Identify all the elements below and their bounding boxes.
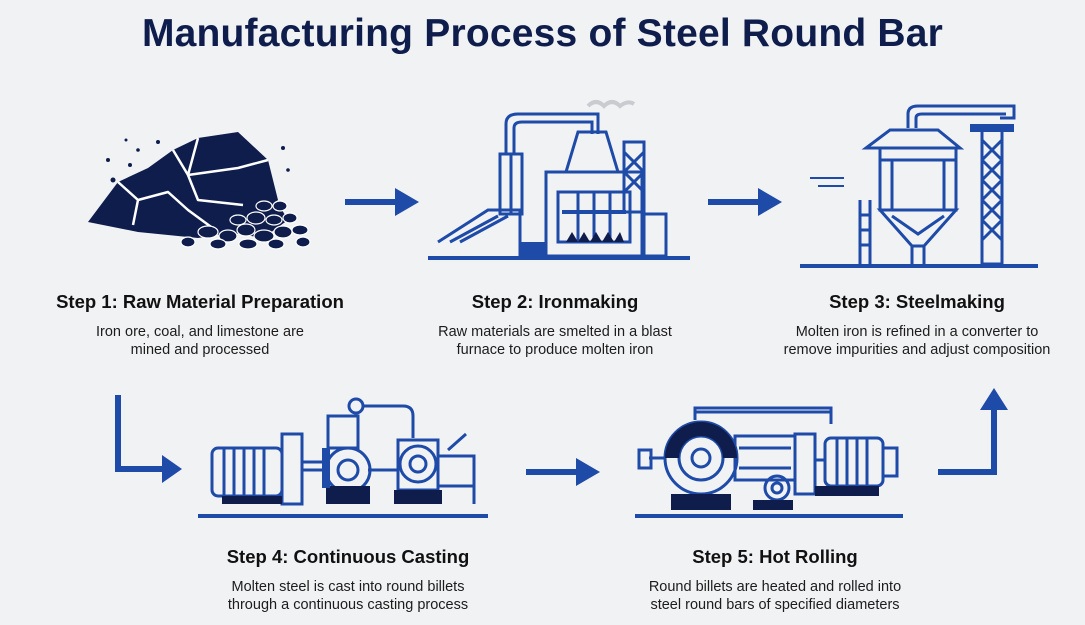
ore-pile-icon bbox=[88, 132, 311, 250]
arrow-right-up-icon bbox=[938, 388, 1008, 475]
step-2: Step 2: Ironmaking Raw materials are sme… bbox=[390, 291, 720, 359]
arrow-right-icon bbox=[526, 458, 600, 486]
step-description-line: Molten steel is cast into round billets bbox=[231, 579, 465, 595]
step-description: Raw materials are smelted in a blast fur… bbox=[390, 323, 720, 359]
step-1: Step 1: Raw Material Preparation Iron or… bbox=[30, 291, 370, 359]
step-title: Step 1: Raw Material Preparation bbox=[56, 291, 344, 312]
blast-furnace-icon bbox=[428, 100, 690, 260]
step-3: Step 3: Steelmaking Molten iron is refin… bbox=[752, 291, 1082, 359]
step-description-line: Raw materials are smelted in a blast bbox=[438, 324, 672, 340]
casting-machine-icon bbox=[198, 397, 488, 518]
converter-icon bbox=[800, 104, 1038, 268]
step-description-line: through a continuous casting process bbox=[227, 597, 469, 613]
step-description-line: furnace to produce molten iron bbox=[456, 342, 654, 358]
step-title: Step 3: Steelmaking bbox=[829, 291, 1005, 312]
arrow-right-icon bbox=[708, 188, 782, 216]
step-title: Step 2: Ironmaking bbox=[471, 291, 639, 312]
step-description-line: remove impurities and adjust composition bbox=[783, 342, 1051, 358]
step-description: Molten iron is refined in a converter to… bbox=[752, 323, 1082, 359]
arrow-down-right-icon bbox=[115, 395, 182, 483]
step-title: Step 4: Continuous Casting bbox=[226, 546, 470, 567]
arrow-right-icon bbox=[345, 188, 419, 216]
rolling-mill-icon bbox=[635, 406, 903, 518]
step-title: Step 5: Hot Rolling bbox=[692, 546, 858, 567]
page-title: Manufacturing Process of Steel Round Bar bbox=[141, 12, 944, 55]
step-5: Step 5: Hot Rolling Round billets are he… bbox=[605, 546, 945, 614]
step-description: Iron ore, coal, and limestone are mined … bbox=[30, 323, 370, 359]
step-description-line: steel round bars of specified diameters bbox=[650, 597, 900, 613]
step-description: Molten steel is cast into round billets … bbox=[178, 578, 518, 614]
step-description-line: Iron ore, coal, and limestone are bbox=[96, 324, 304, 340]
step-description-line: mined and processed bbox=[130, 342, 270, 358]
step-4: Step 4: Continuous Casting Molten steel … bbox=[178, 546, 518, 614]
step-description: Round billets are heated and rolled into… bbox=[605, 578, 945, 614]
step-description-line: Molten iron is refined in a converter to bbox=[795, 324, 1039, 340]
step-description-line: Round billets are heated and rolled into bbox=[648, 579, 902, 595]
